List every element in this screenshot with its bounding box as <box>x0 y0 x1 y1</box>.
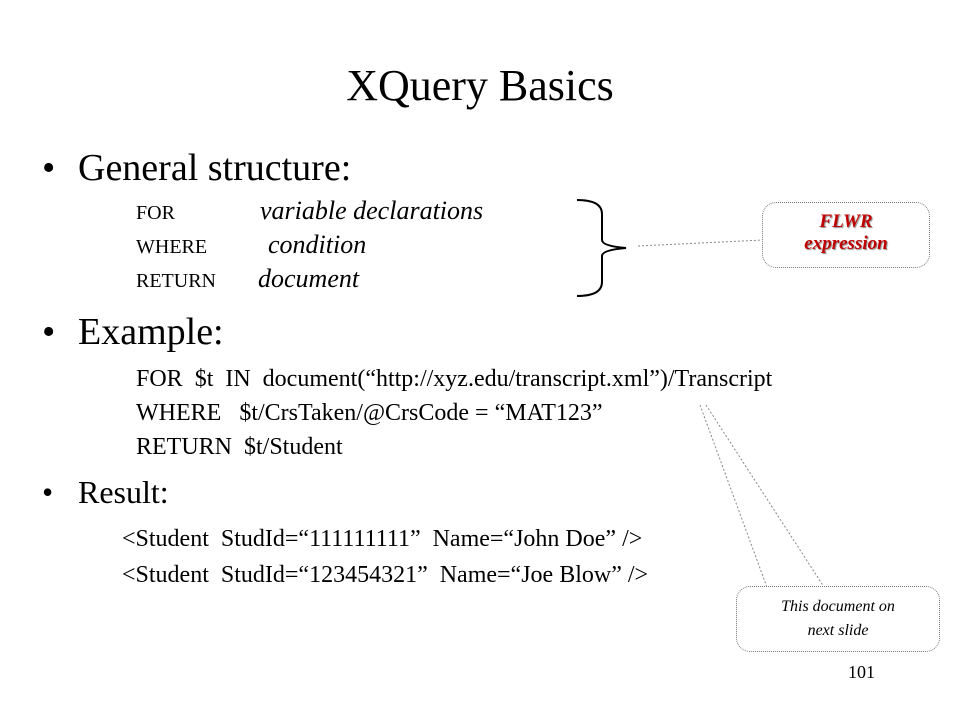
result-label: Result: <box>78 474 169 510</box>
flwr-connector <box>637 239 764 247</box>
next-doc-connector-right <box>705 404 827 591</box>
structure-line-return: RETURN document <box>136 264 359 294</box>
bullet-icon: • <box>42 311 56 353</box>
structure-line-for: FOR variable declarations <box>136 196 483 226</box>
next-doc-callout-line-2: next slide <box>807 622 869 639</box>
structure-line-where: WHERE condition <box>136 230 366 260</box>
keyword-return: RETURN <box>136 270 216 292</box>
structure-desc-return: document <box>258 264 360 293</box>
bullet-icon: • <box>42 474 54 510</box>
general-structure-heading: • General structure: <box>42 146 351 190</box>
bullet-icon: • <box>42 147 56 189</box>
curly-brace-icon <box>576 199 627 297</box>
general-structure-label: General structure: <box>78 147 352 189</box>
result-line-2: <Student StudId=“123454321” Name=“Joe Bl… <box>122 562 649 588</box>
structure-desc-where: condition <box>268 230 367 259</box>
structure-desc-for: variable declarations <box>260 196 484 225</box>
example-line-where: WHERE $t/CrsTaken/@CrsCode = “MAT123” <box>136 400 603 426</box>
example-heading: • Example: <box>42 310 224 354</box>
result-line-1: <Student StudId=“111111111” Name=“John D… <box>122 526 643 552</box>
example-line-return: RETURN $t/Student <box>136 434 343 460</box>
next-doc-connector-left <box>699 404 769 591</box>
example-label: Example: <box>78 311 224 353</box>
flwr-callout-line-1: FLWR <box>819 211 873 232</box>
next-doc-callout-line-1: This document on <box>781 598 895 615</box>
next-doc-callout: This document on next slide <box>736 586 940 652</box>
keyword-where: WHERE <box>136 236 208 258</box>
flwr-callout: FLWR expression <box>762 202 930 268</box>
page-number: 101 <box>848 662 875 682</box>
slide-title: XQuery Basics <box>346 61 614 110</box>
keyword-for: FOR <box>136 202 175 224</box>
result-heading: • Result: <box>42 474 169 511</box>
flwr-callout-line-2: expression <box>804 233 888 254</box>
example-line-for: FOR $t IN document(“http://xyz.edu/trans… <box>136 366 773 392</box>
